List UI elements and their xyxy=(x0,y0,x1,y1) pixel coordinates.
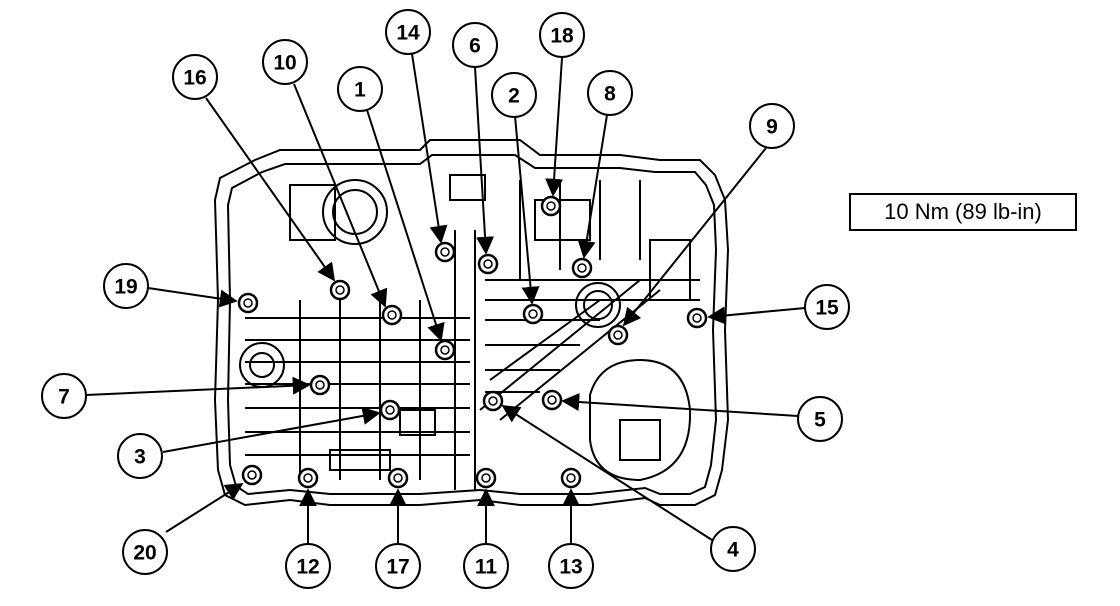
callout-circle-18 xyxy=(539,12,585,58)
bolt-18 xyxy=(540,195,562,217)
bolt-2 xyxy=(522,303,544,325)
bolt-7 xyxy=(309,374,331,396)
callout-circle-14 xyxy=(385,9,431,55)
leader-10 xyxy=(293,83,388,308)
leader-2 xyxy=(514,115,540,305)
callout-circle-5 xyxy=(797,396,843,442)
callout-circle-20 xyxy=(122,529,168,575)
bolt-20 xyxy=(241,464,263,486)
torque-spec-box: 10 Nm (89 lb-in) xyxy=(849,193,1077,231)
leader-9 xyxy=(622,147,767,327)
callout-label-5: 5 xyxy=(814,409,826,432)
bolt-9 xyxy=(607,324,629,346)
callout-circle-6 xyxy=(452,22,498,68)
callout-label-16: 16 xyxy=(183,67,206,90)
callout-label-4: 4 xyxy=(727,539,739,562)
bolt-15 xyxy=(686,307,708,329)
callout-circle-12 xyxy=(285,543,331,589)
callout-label-18: 18 xyxy=(550,25,574,48)
bolt-19 xyxy=(237,292,259,314)
callout-label-20: 20 xyxy=(133,542,156,565)
bolt-8 xyxy=(571,257,593,279)
callout-label-15: 15 xyxy=(815,297,839,320)
callout-label-6: 6 xyxy=(469,35,481,58)
callout-circle-4 xyxy=(710,526,756,572)
leader-18 xyxy=(545,57,564,197)
callout-circle-9 xyxy=(749,103,795,149)
callout-label-2: 2 xyxy=(508,85,520,108)
callout-circles xyxy=(41,9,850,589)
bolt-16 xyxy=(329,279,351,301)
bolt-6 xyxy=(477,253,499,275)
leader-15 xyxy=(707,306,806,325)
callout-circle-3 xyxy=(117,433,163,479)
bolt-10 xyxy=(381,304,403,326)
leader-8 xyxy=(577,114,608,259)
callout-circle-8 xyxy=(587,70,633,116)
leader-20 xyxy=(165,483,244,533)
callout-circle-16 xyxy=(172,54,218,100)
bolt-1 xyxy=(434,339,456,361)
callout-label-7: 7 xyxy=(58,386,70,409)
bolt-5 xyxy=(541,389,563,411)
callout-circle-2 xyxy=(491,72,537,118)
valve-body-outline xyxy=(213,139,730,507)
leader-1 xyxy=(366,109,445,342)
leader-lines xyxy=(85,53,806,544)
bolts xyxy=(237,195,708,489)
callout-label-10: 10 xyxy=(273,52,296,75)
callout-label-1: 1 xyxy=(354,79,366,102)
callout-circle-17 xyxy=(375,543,421,589)
bolt-14 xyxy=(434,241,456,263)
torque-spec-label: 10 Nm (89 lb-in) xyxy=(884,199,1042,224)
bolt-12 xyxy=(297,467,319,489)
callout-circle-13 xyxy=(548,543,594,589)
callout-label-17: 17 xyxy=(386,556,409,579)
leader-6 xyxy=(474,66,495,255)
callout-label-11: 11 xyxy=(475,556,498,579)
callout-circle-11 xyxy=(463,543,509,589)
callout-label-3: 3 xyxy=(134,446,146,469)
callout-label-8: 8 xyxy=(604,83,616,106)
leader-14 xyxy=(411,53,448,244)
bolt-11 xyxy=(475,467,497,489)
leader-3 xyxy=(162,407,381,453)
callout-label-12: 12 xyxy=(296,556,319,579)
callout-circle-7 xyxy=(41,373,87,419)
callout-circle-19 xyxy=(103,263,149,309)
callout-label-13: 13 xyxy=(559,556,582,579)
bolt-17 xyxy=(387,467,409,489)
leader-16 xyxy=(205,97,336,282)
callout-circle-1 xyxy=(337,66,383,112)
bolt-4 xyxy=(482,390,504,412)
callout-label-19: 19 xyxy=(114,276,137,299)
callout-circle-15 xyxy=(804,284,850,330)
callout-label-9: 9 xyxy=(766,116,778,139)
callout-label-14: 14 xyxy=(396,22,420,45)
leader-7 xyxy=(85,376,311,396)
leader-4 xyxy=(501,405,713,541)
bolt-13 xyxy=(560,467,582,489)
leader-19 xyxy=(147,287,238,308)
bolt-3 xyxy=(379,399,401,421)
leader-5 xyxy=(561,393,799,417)
callout-circle-10 xyxy=(262,39,308,85)
